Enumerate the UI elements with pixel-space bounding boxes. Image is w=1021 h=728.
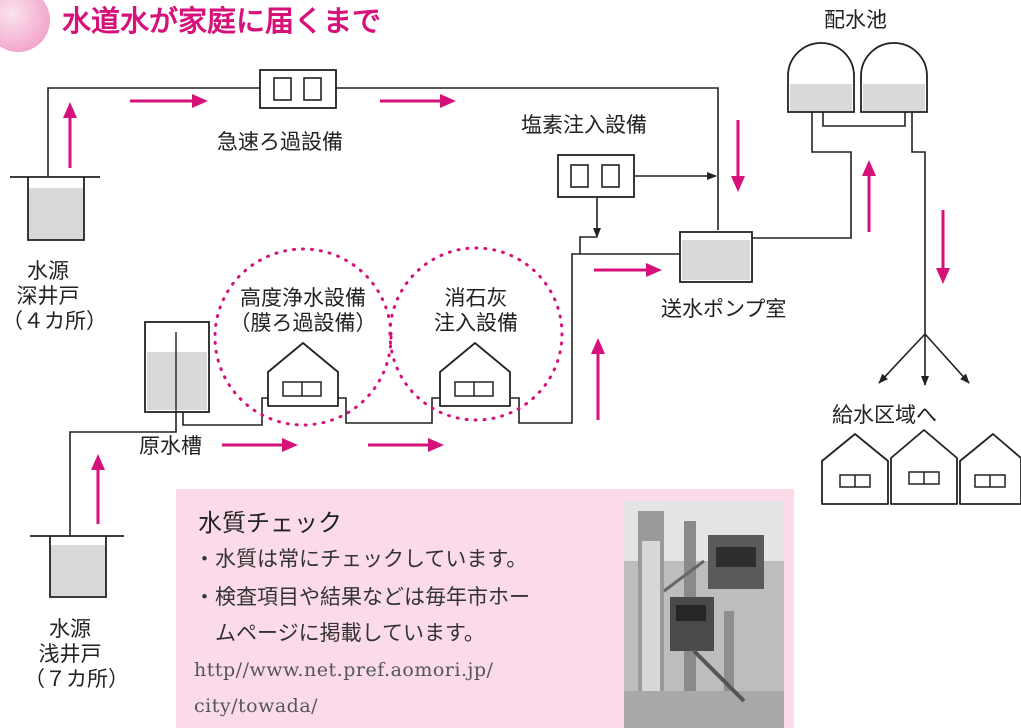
flow-arrow-up-icon: [63, 102, 77, 168]
pipe-reservoir-link: [822, 112, 906, 127]
label-advanced-treatment-line: 高度浄水設備: [240, 286, 366, 310]
quality-check-url-line: http//www.net.pref.aomori.jp/: [194, 659, 494, 681]
quality-check-url-line: city/towada/: [194, 695, 319, 717]
page-title: 水道水が家庭に届くまで: [62, 4, 382, 38]
pipe-house1-to-house2: [338, 397, 440, 424]
label-shallow-well-line: 水源: [49, 617, 91, 641]
pipe-filter-to-pump: [336, 87, 719, 230]
pipes: [47, 87, 970, 536]
label-advanced-treatment-line: （膜ろ過設備）: [229, 311, 377, 335]
pipe-reservoir-out: [911, 112, 926, 334]
label-shallow-well: 水源 浅井戸 （７カ所）: [24, 617, 129, 692]
flow-arrow-down-icon: [731, 120, 745, 192]
flow-arrow-up-icon: [591, 338, 605, 420]
advanced-treatment-circle: [213, 247, 393, 427]
slaked-lime-house: [439, 342, 511, 407]
pipe-pump-to-reservoir: [752, 112, 852, 239]
quality-check-title: 水質チェック: [198, 509, 342, 537]
label-shallow-well-line: （７カ所）: [24, 667, 129, 691]
slaked-lime-circle: [388, 246, 564, 422]
label-deep-well-line: 深井戸: [16, 284, 80, 308]
quality-check-item: ムページに掲載しています。: [194, 621, 485, 645]
rapid-filter-unit: [259, 69, 337, 109]
label-shallow-well-line: 浅井戸: [38, 642, 102, 666]
flow-arrow-right-icon: [380, 94, 456, 108]
label-slaked-lime-line: 消石灰: [444, 286, 508, 310]
pipe-chlorine-to-pipe: [579, 236, 597, 254]
label-advanced-treatment: 高度浄水設備 （膜ろ過設備）: [213, 286, 393, 336]
quality-check-item: ・水質は常にチェックしています。: [194, 547, 528, 571]
label-chlorine: 塩素注入設備: [521, 113, 647, 137]
supply-house-2: [890, 429, 958, 505]
shallow-well: [30, 535, 124, 598]
branch-left: [878, 333, 926, 384]
pump-room: [679, 231, 753, 283]
pipe-shallow-well-to-tank: [69, 412, 177, 536]
reservoir-right: [860, 42, 928, 113]
label-distribution-reservoir: 配水池: [824, 8, 887, 32]
water-testing-equipment-photo: [624, 501, 784, 728]
flow-arrow-down-icon: [936, 210, 950, 284]
label-supply-area: 給水区域へ: [832, 403, 937, 427]
supply-house-1: [821, 433, 889, 505]
deep-well: [10, 176, 100, 241]
label-deep-well-line: 水源: [27, 259, 69, 283]
flow-arrow-right-icon: [130, 94, 208, 108]
label-slaked-lime: 消石灰 注入設備: [406, 286, 546, 336]
branch-right: [924, 333, 970, 384]
pipe-deep-well-to-filter: [47, 87, 260, 177]
flow-arrow-up-icon: [862, 160, 876, 232]
flow-arrow-right-icon: [368, 438, 444, 452]
flow-arrow-up-icon: [91, 454, 105, 524]
reservoir-left: [787, 42, 855, 113]
flow-arrow-right-icon: [222, 438, 298, 452]
flow-arrows: [63, 94, 950, 524]
quality-check-item: ・検査項目や結果などは毎年市ホー: [194, 585, 530, 609]
advanced-treatment-house: [267, 342, 339, 407]
label-pump-room: 送水ポンプ室: [661, 297, 787, 321]
label-rapid-filter: 急速ろ過設備: [217, 130, 343, 154]
pipe-tank-to-houses: [182, 397, 268, 426]
pipe-house2-to-pump: [511, 253, 680, 424]
label-raw-water-tank: 原水槽: [139, 434, 202, 458]
raw-water-tank: [144, 321, 210, 413]
flow-arrow-right-icon: [594, 263, 662, 277]
label-slaked-lime-line: 注入設備: [434, 311, 518, 335]
chlorine-unit: [557, 154, 635, 198]
supply-house-3: [959, 433, 1021, 505]
label-deep-well-line: （４カ所）: [2, 309, 107, 333]
quality-check-box: 水質チェック ・水質は常にチェックしています。 ・検査項目や結果などは毎年市ホー…: [176, 489, 794, 728]
label-deep-well: 水源 深井戸 （４カ所）: [2, 259, 107, 334]
